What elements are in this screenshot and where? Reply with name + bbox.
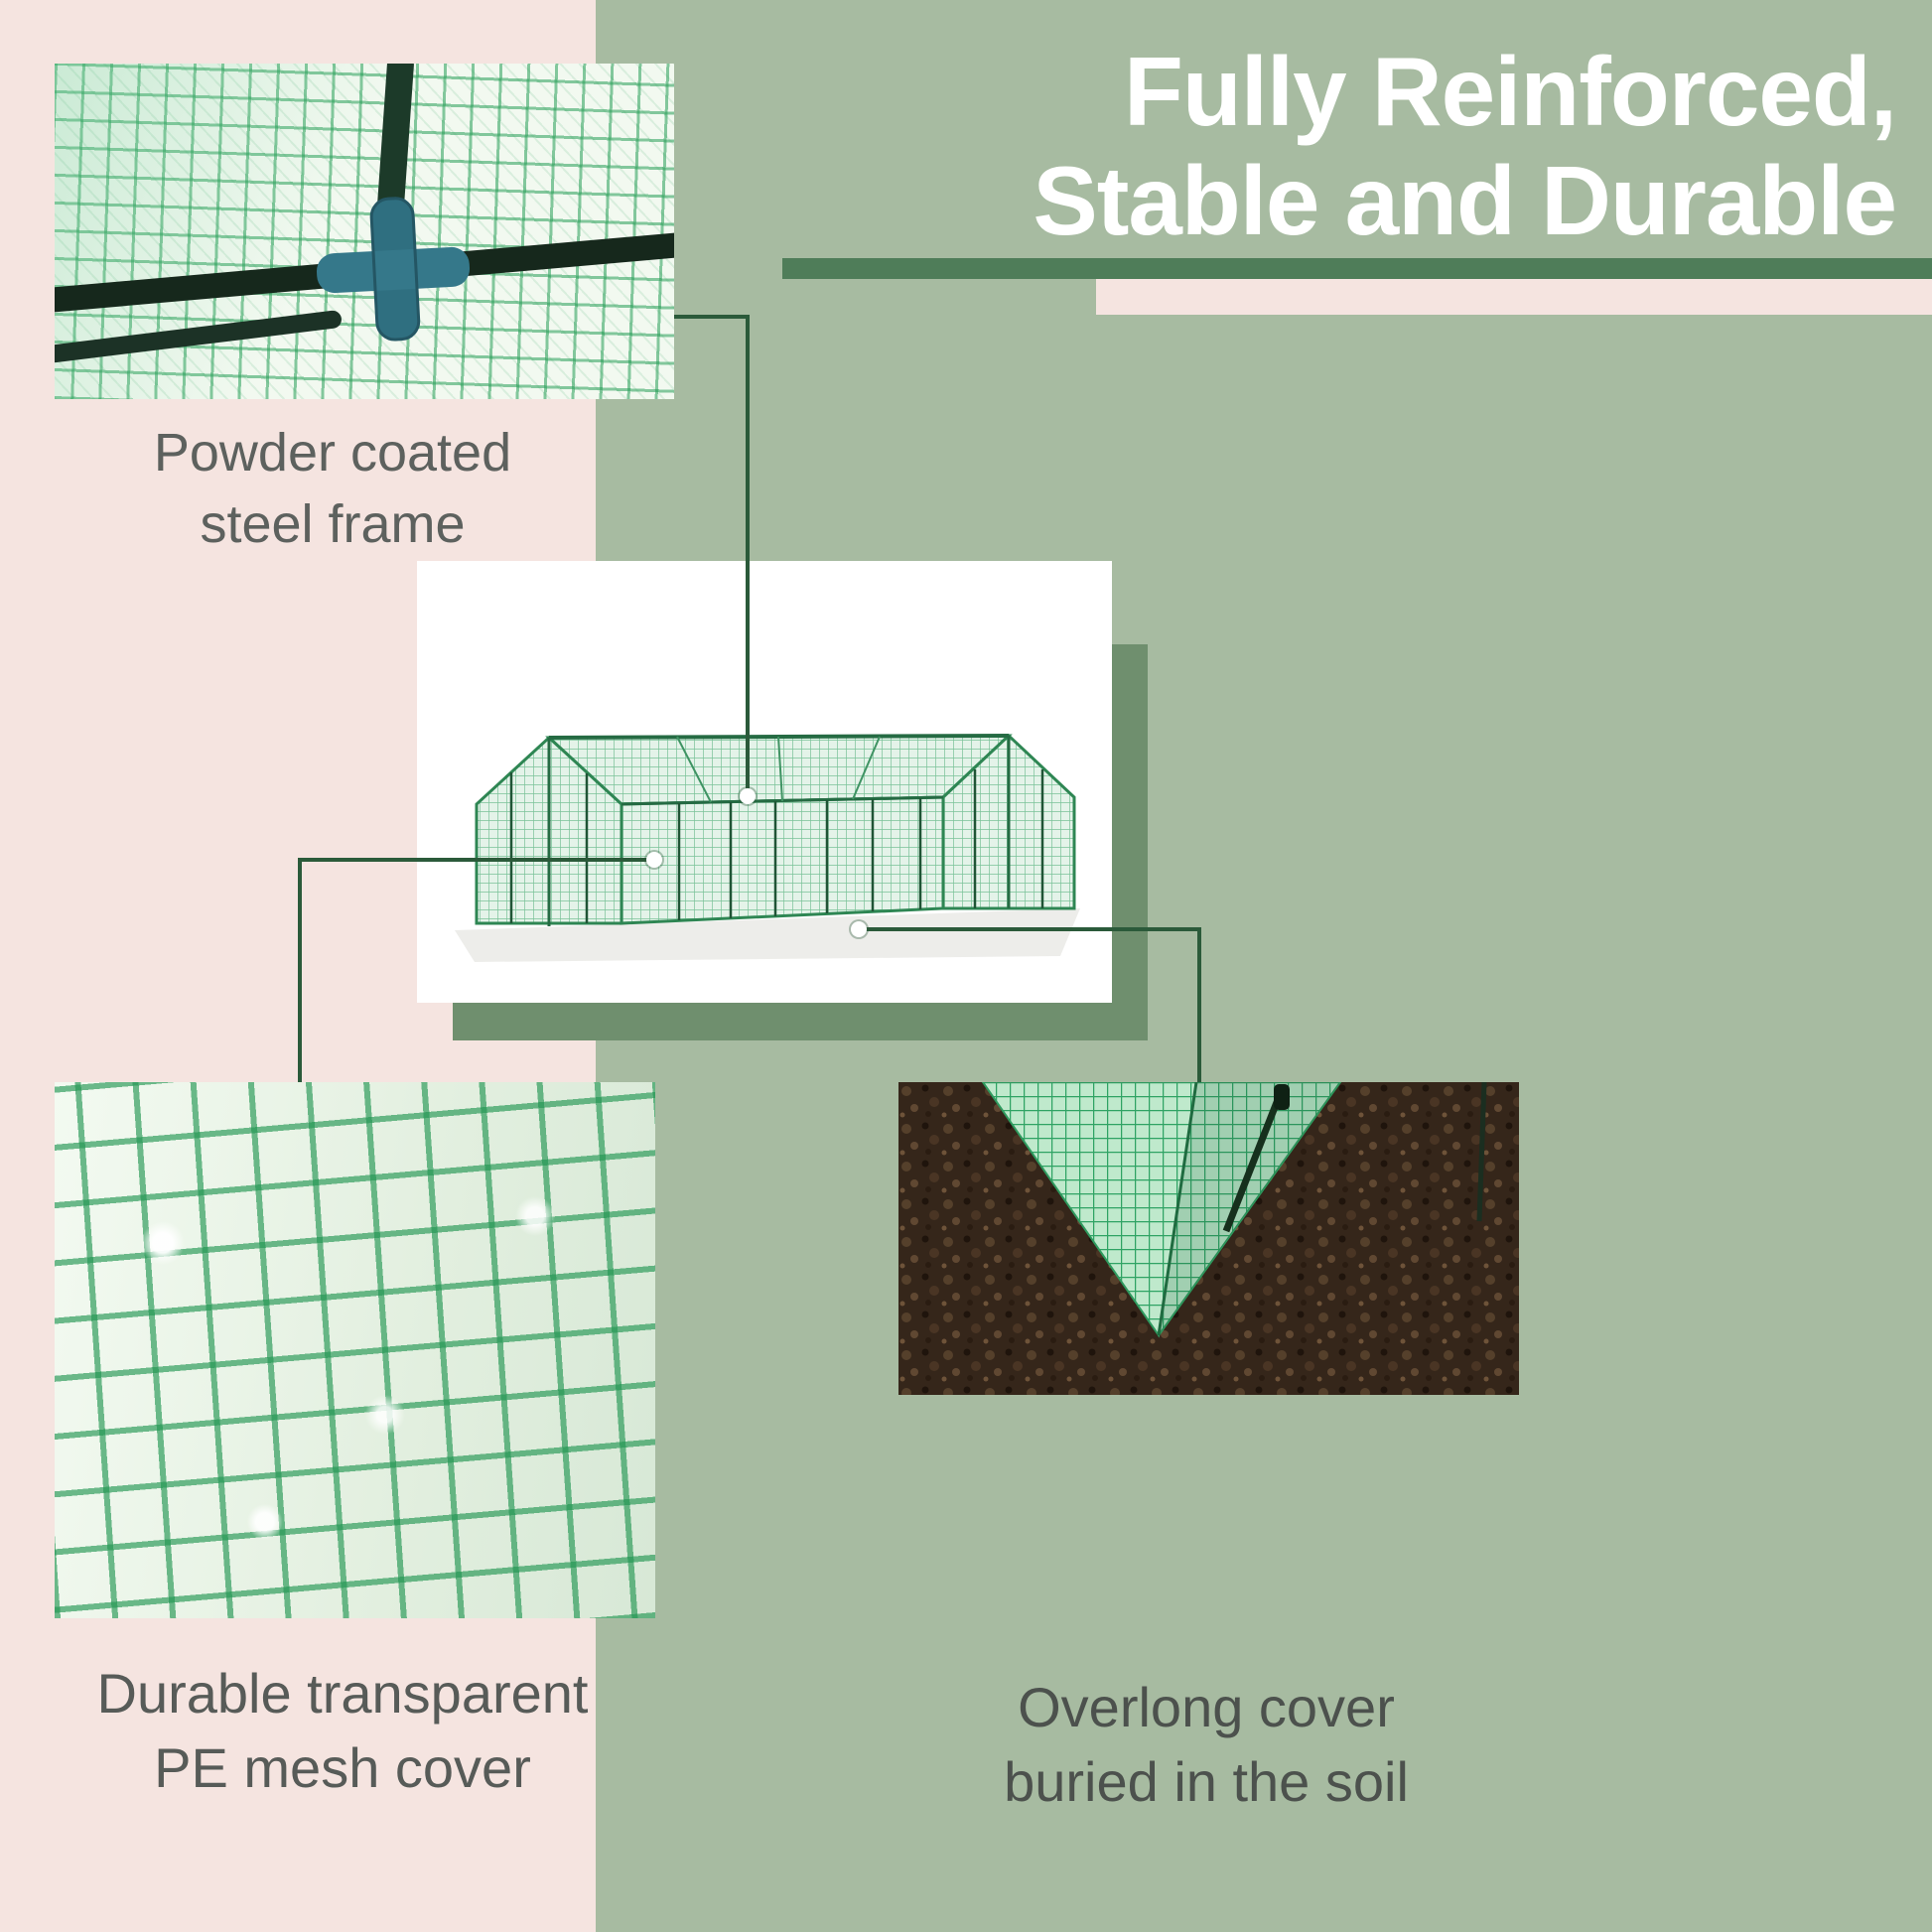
steel-frame-photo <box>55 64 674 399</box>
caption-soil-line-2: buried in the soil <box>1004 1750 1409 1814</box>
caption-steel-frame: Powder coated steel frame <box>69 417 596 561</box>
cover-corner-shading <box>1159 1082 1340 1335</box>
caption-soil: Overlong cover buried in the soil <box>874 1670 1539 1819</box>
caption-pe-mesh-line-2: PE mesh cover <box>154 1736 531 1800</box>
cover-zipper <box>1222 1090 1285 1233</box>
callout-dot-mesh <box>646 852 662 868</box>
ground-shadow <box>455 908 1080 962</box>
steel-tube-lower <box>55 310 342 363</box>
callout-line-soil-horizontal <box>857 927 1201 931</box>
cover-corner-edge <box>1157 1082 1198 1336</box>
roof-crease-lines <box>676 736 881 803</box>
page-title: Fully Reinforced, Stable and Durable <box>1033 37 1897 256</box>
callout-line-frame-vertical <box>746 315 750 798</box>
steel-frame-detail <box>55 64 674 363</box>
caption-pe-mesh-line-1: Durable transparent <box>96 1662 589 1725</box>
caption-soil-line-1: Overlong cover <box>1018 1676 1395 1738</box>
callout-line-mesh-vertical <box>298 858 302 1082</box>
green-accent-stripe <box>782 258 1932 279</box>
caption-steel-frame-line-2: steel frame <box>200 494 466 555</box>
caption-steel-frame-line-1: Powder coated <box>153 423 512 483</box>
callout-dot-frame <box>740 788 756 804</box>
front-wall <box>620 795 945 925</box>
greenhouse-render <box>455 733 1080 962</box>
pe-mesh-photo <box>55 1082 655 1618</box>
door-zipper-lines <box>509 769 1044 923</box>
page-title-line-2: Stable and Durable <box>1033 145 1897 255</box>
callout-line-frame-horizontal <box>674 315 750 319</box>
caption-pe-mesh: Durable transparent PE mesh cover <box>30 1656 655 1805</box>
callout-line-soil-vertical <box>1197 927 1201 1082</box>
cross-connector <box>316 197 471 342</box>
page-title-line-1: Fully Reinforced, <box>1123 37 1897 146</box>
callout-dot-soil <box>851 921 867 937</box>
soil-detail <box>898 1082 1519 1395</box>
callout-line-mesh-horizontal <box>298 858 655 862</box>
greenhouse-render-box <box>417 561 1112 1003</box>
pink-accent-stripe <box>1096 279 1932 315</box>
zipper-pull <box>1274 1084 1290 1110</box>
soil-photo <box>898 1082 1519 1395</box>
cover-cord <box>1476 1082 1487 1222</box>
